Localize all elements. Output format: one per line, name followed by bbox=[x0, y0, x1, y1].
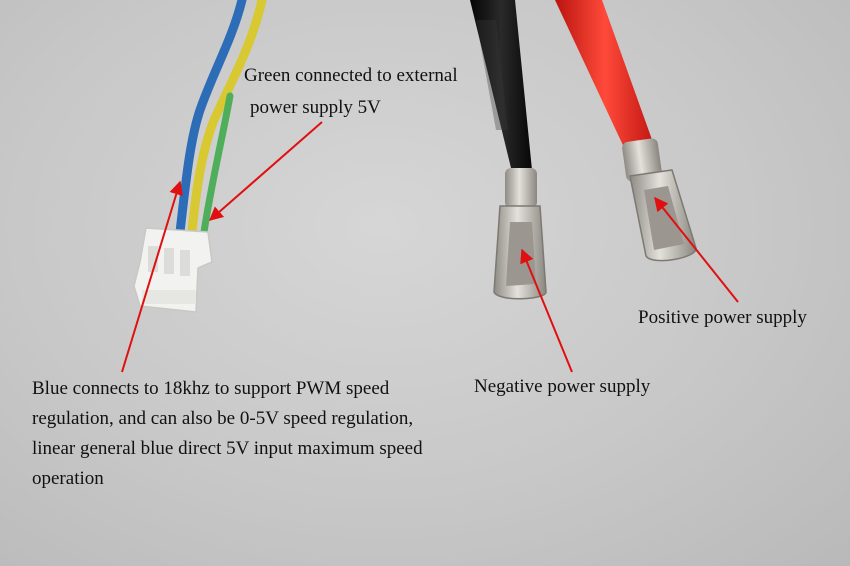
blue-arrow bbox=[121, 180, 184, 373]
green-wire bbox=[200, 92, 234, 236]
green-label-line-1: Green connected to external bbox=[244, 65, 458, 86]
green-arrow bbox=[208, 121, 323, 221]
annotation-arrows bbox=[121, 121, 739, 373]
negative-supply-label: Negative power supply bbox=[474, 376, 651, 397]
yellow-wire bbox=[187, 0, 267, 237]
jst-connector bbox=[133, 227, 213, 313]
positive-supply-label: Positive power supply bbox=[638, 307, 807, 328]
signal-wires bbox=[175, 0, 267, 237]
negative-cable bbox=[470, 0, 547, 300]
positive-cable bbox=[555, 0, 697, 262]
blue-label-line-2: regulation, and can also be 0-5V speed r… bbox=[32, 408, 414, 429]
blue-label-line-1: Blue connects to 18khz to support PWM sp… bbox=[32, 378, 390, 399]
negative-arrow bbox=[520, 248, 573, 373]
positive-arrow bbox=[654, 196, 739, 303]
blue-label-line-4: operation bbox=[32, 468, 104, 489]
blue-label-line-3: linear general blue direct 5V input maxi… bbox=[32, 438, 423, 459]
green-label-line-2: power supply 5V bbox=[250, 97, 381, 118]
green-wire-label: Green connected to external power supply… bbox=[244, 60, 458, 124]
blue-wire bbox=[175, 0, 247, 237]
blue-wire-label: Blue connects to 18khz to support PWM sp… bbox=[32, 374, 423, 494]
